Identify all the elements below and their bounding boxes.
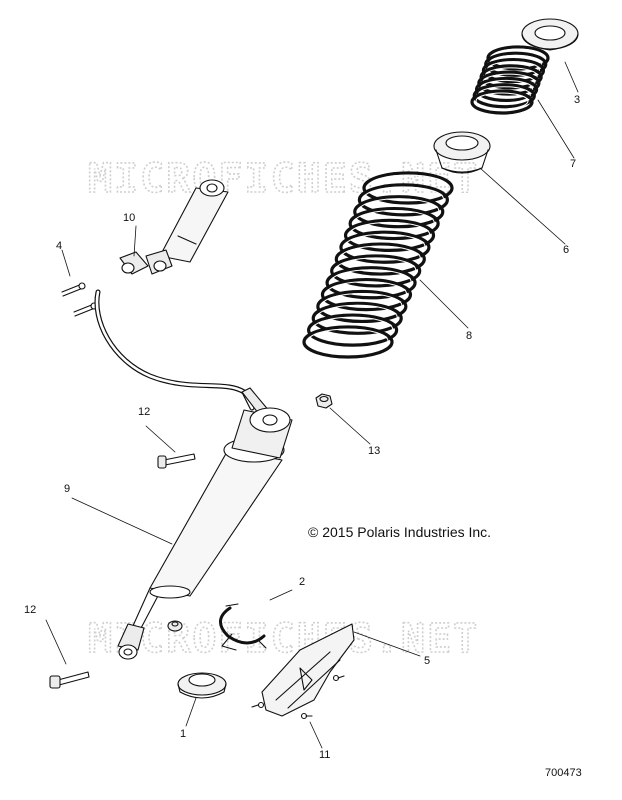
- spring-coil: [339, 230, 431, 264]
- spring-coil: [348, 206, 440, 241]
- callout-1: 1: [180, 728, 187, 740]
- spring-coil: [343, 218, 436, 252]
- reservoir-hose: [94, 289, 271, 419]
- part-8-main-spring: [302, 171, 454, 359]
- callout-11: 11: [319, 749, 331, 761]
- callout-2: 2: [299, 576, 306, 588]
- spring-coil-highlight: [307, 328, 389, 354]
- part-13-nut: [315, 393, 333, 409]
- callout-10: 10: [123, 212, 136, 224]
- callout-4: 4: [56, 240, 63, 252]
- part-10-reservoir-clamp: [119, 179, 229, 275]
- part-12-bolt-lower: [49, 671, 90, 689]
- spring-coil: [330, 254, 422, 288]
- part-5-shock-guard: [261, 623, 355, 717]
- callout-12-lower: 12: [24, 604, 37, 616]
- copyright-notice: © 2015 Polaris Industries Inc.: [308, 524, 492, 540]
- spring-coil: [353, 195, 445, 229]
- spring-coil: [334, 242, 426, 276]
- part-9-shock-assembly: [117, 407, 293, 660]
- spring-coil: [307, 313, 399, 347]
- callout-3: 3: [574, 94, 581, 106]
- diagram-reference-number: 700473: [545, 767, 582, 779]
- spring-coil: [362, 171, 454, 205]
- watermark-top: MICROFICHES.NET: [88, 156, 479, 202]
- spring-coil: [302, 325, 394, 359]
- callout-13: 13: [368, 445, 381, 457]
- part-4-screws: [61, 282, 98, 317]
- part-11-push-rivets: [251, 674, 345, 720]
- spring-coil: [316, 289, 408, 324]
- watermark-bottom: MICROFICHES.NET: [88, 616, 479, 662]
- spring-coil: [325, 266, 417, 300]
- callout-6: 6: [563, 244, 570, 256]
- spacer: [167, 620, 183, 632]
- part-2-retainer-clip: [219, 603, 267, 651]
- spring-coil: [320, 278, 413, 312]
- callout-5: 5: [424, 655, 431, 667]
- part-12-bolt-upper: [157, 453, 196, 469]
- leader-lines: [45, 61, 579, 749]
- part-1-spring-collar: [177, 672, 227, 699]
- spring-coil: [357, 183, 449, 217]
- callout-7: 7: [570, 158, 577, 170]
- spring-coil: [311, 301, 403, 335]
- spring-coil-highlight: [475, 92, 529, 110]
- spring-coil-highlight: [312, 316, 394, 342]
- callout-9: 9: [64, 483, 71, 495]
- part-7-tender-spring: [470, 45, 550, 115]
- spring-coil: [470, 89, 534, 115]
- part-3-spring-seat-washer: [521, 18, 579, 51]
- part-6-spring-coupler: [433, 131, 491, 174]
- callout-8: 8: [466, 330, 473, 342]
- callout-12-upper: 12: [138, 406, 151, 418]
